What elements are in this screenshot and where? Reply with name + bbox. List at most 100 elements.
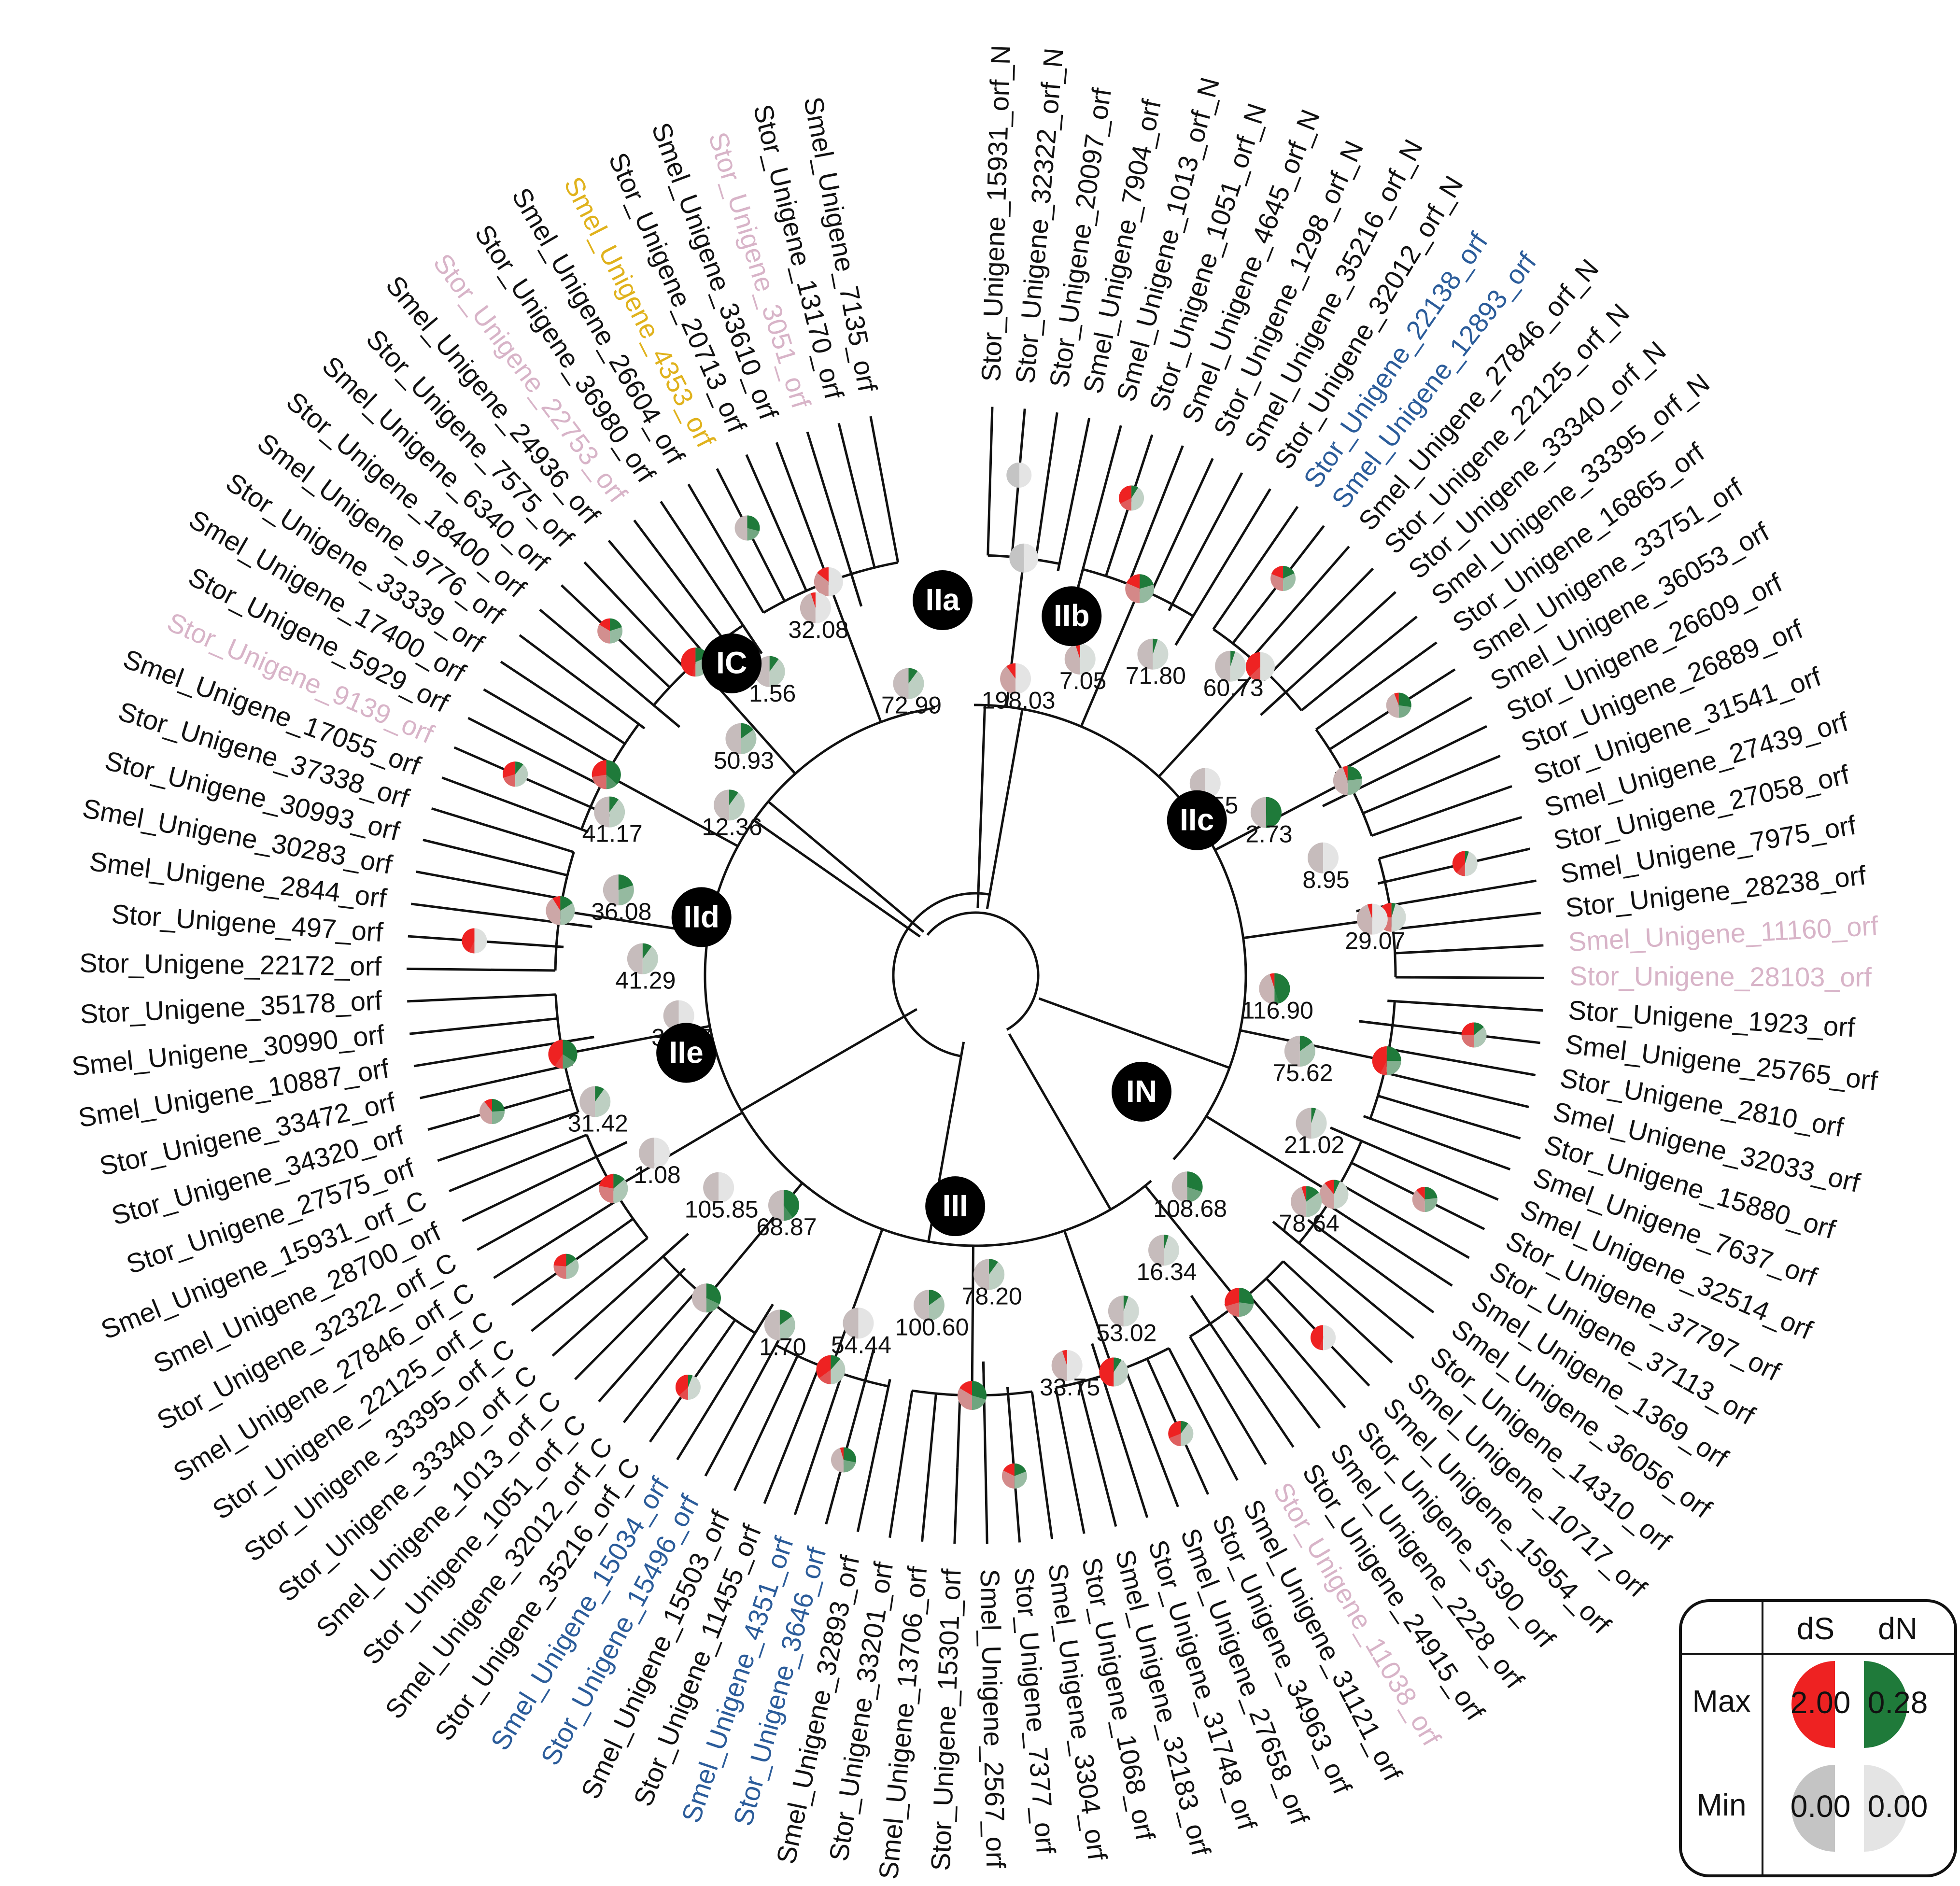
pie-ds-half bbox=[1171, 1171, 1187, 1203]
internal-branch bbox=[1190, 1295, 1212, 1324]
tip-label: Stor_Unigene_35178_orf bbox=[79, 985, 382, 1029]
subclade-stem bbox=[1214, 779, 1349, 851]
pie-ds-half bbox=[663, 1000, 679, 1031]
pie-ds-slice bbox=[1003, 1463, 1015, 1476]
pie-ds-slice bbox=[959, 1380, 973, 1395]
internal-branch bbox=[1329, 738, 1347, 751]
tip-branch bbox=[1460, 1060, 1536, 1077]
internal-branch bbox=[1030, 1391, 1036, 1411]
node-pie bbox=[1064, 643, 1096, 675]
node-pie bbox=[973, 1259, 1005, 1290]
tip-branch bbox=[1189, 1388, 1239, 1481]
pie-dn-half bbox=[1230, 650, 1246, 682]
pie-dn-slice bbox=[972, 1380, 987, 1400]
tip-branch bbox=[531, 1282, 592, 1332]
pie-dn-slice bbox=[1274, 973, 1290, 1004]
clade-marker: IId bbox=[671, 887, 732, 947]
tip-branch bbox=[1253, 506, 1299, 570]
clade-circle bbox=[913, 570, 973, 630]
pie-ds-half bbox=[1215, 650, 1231, 682]
tip-branch bbox=[1157, 458, 1214, 577]
clade-arc bbox=[704, 706, 1152, 1247]
internal-branch bbox=[596, 1141, 628, 1158]
node-value: 60.73 bbox=[1203, 675, 1264, 702]
internal-branch bbox=[1189, 1336, 1228, 1400]
node-value: 36.08 bbox=[591, 898, 651, 925]
internal-branch bbox=[1174, 615, 1195, 646]
legend-max-dn-value: 0.28 bbox=[1868, 1685, 1928, 1720]
pie-ds-half bbox=[1250, 797, 1266, 828]
internal-branch bbox=[1006, 1387, 1010, 1394]
tip-branch bbox=[1363, 1115, 1511, 1171]
pie-ds-slice bbox=[817, 567, 829, 582]
node-pie bbox=[1137, 638, 1169, 670]
pie-dn-half bbox=[1080, 643, 1096, 675]
internal-branch bbox=[1260, 691, 1287, 716]
pie-ds-slice bbox=[1225, 1288, 1240, 1307]
tip-branch bbox=[1414, 976, 1544, 979]
pie-dn-half bbox=[1164, 1235, 1180, 1266]
node-value: 116.90 bbox=[1241, 997, 1313, 1024]
internal-branch bbox=[1377, 880, 1385, 885]
internal-branch bbox=[595, 1218, 634, 1247]
internal-branch bbox=[581, 828, 589, 833]
clade-circle bbox=[1042, 586, 1102, 647]
tip-branch bbox=[633, 519, 729, 646]
tip-branch bbox=[716, 468, 765, 561]
pie-dn-half bbox=[1323, 1325, 1336, 1351]
legend-max-ds-value: 2.00 bbox=[1791, 1685, 1851, 1720]
tip-branch bbox=[431, 807, 556, 848]
node-pie bbox=[1291, 1186, 1322, 1217]
pie-ds-slice bbox=[599, 618, 610, 631]
pie-ds-half bbox=[579, 1086, 595, 1117]
node-pie bbox=[1452, 851, 1478, 876]
internal-branch bbox=[888, 517, 900, 563]
tip-branch bbox=[1096, 1452, 1117, 1527]
internal-branch bbox=[638, 723, 646, 730]
clade-label: IIc bbox=[1180, 802, 1214, 837]
internal-branch bbox=[1371, 819, 1415, 837]
tip-branch bbox=[483, 688, 574, 743]
tip-branch bbox=[1224, 1303, 1321, 1429]
node-pie bbox=[548, 1040, 578, 1069]
tip-branch bbox=[574, 1267, 686, 1380]
tip-branch bbox=[837, 422, 859, 498]
pie-dn-slice bbox=[1465, 851, 1469, 864]
pie-ds-slice bbox=[1452, 851, 1465, 873]
pie-ds-half bbox=[639, 1138, 655, 1169]
internal-branch bbox=[1054, 1387, 1066, 1433]
pie-dn-slice bbox=[769, 656, 779, 672]
pie-dn-slice bbox=[1306, 1186, 1319, 1202]
pie-dn-slice bbox=[1299, 1036, 1312, 1052]
tip-branch bbox=[1428, 1082, 1529, 1109]
legend: dS dN Max Min 2.00 0.28 0.00 0.00 bbox=[1679, 1599, 1957, 1877]
pie-ds-slice bbox=[552, 896, 561, 911]
node-pie bbox=[553, 1253, 579, 1279]
legend-min-ds-half-pie bbox=[1791, 1765, 1835, 1852]
pie-dn-slice bbox=[1014, 1463, 1027, 1476]
pie-dn-slice bbox=[563, 1040, 578, 1062]
node-value: 68.87 bbox=[756, 1213, 817, 1240]
clade-circle bbox=[656, 1023, 717, 1083]
clade-label: III bbox=[942, 1188, 968, 1223]
pie-dn-half bbox=[1311, 1108, 1327, 1139]
legend-row-max: Max bbox=[1692, 1684, 1751, 1718]
node-pie bbox=[1108, 1295, 1139, 1327]
node-value: 21.02 bbox=[1284, 1131, 1344, 1158]
tip-branch bbox=[1414, 785, 1512, 822]
node-value: 198.03 bbox=[982, 687, 1056, 714]
pie-ds-half bbox=[1284, 1036, 1300, 1067]
tip-branch bbox=[1440, 944, 1544, 952]
pie-ds-slice bbox=[1342, 766, 1348, 781]
tip-branch bbox=[1429, 755, 1501, 787]
tip-branch bbox=[1387, 999, 1543, 1012]
pie-dn-slice bbox=[1114, 1357, 1122, 1372]
pie-ds-slice bbox=[1461, 1022, 1474, 1035]
pie-dn-slice bbox=[783, 1190, 799, 1218]
pie-ds-half bbox=[1051, 1350, 1067, 1381]
pie-dn-half bbox=[1465, 851, 1478, 876]
node-pie bbox=[579, 1086, 611, 1117]
node-pie bbox=[816, 1355, 846, 1384]
internal-branch bbox=[1282, 1260, 1337, 1312]
node-value: 1.08 bbox=[634, 1161, 680, 1188]
